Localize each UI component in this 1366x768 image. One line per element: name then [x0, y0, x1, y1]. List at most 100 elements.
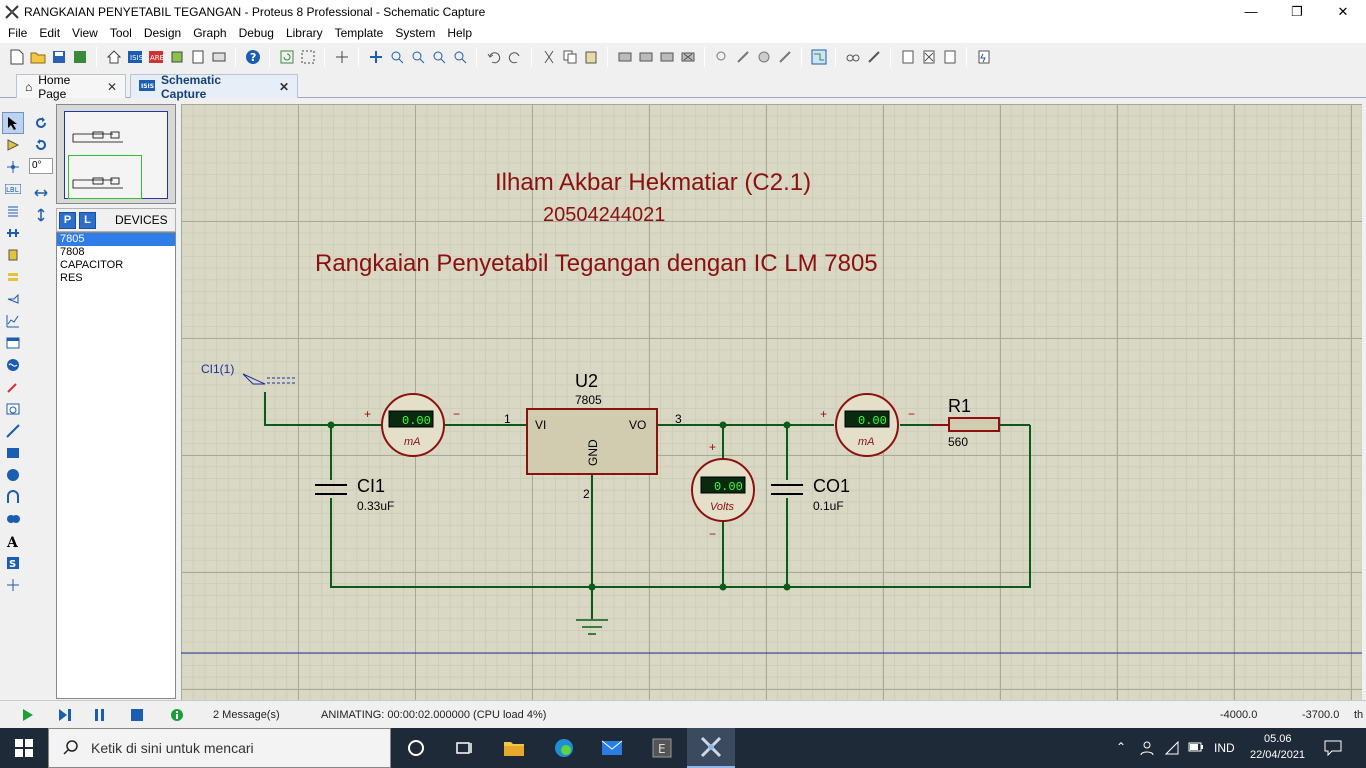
close-button[interactable]: ✕ — [1337, 3, 1349, 19]
import-icon[interactable] — [69, 47, 90, 68]
capacitor-co1[interactable]: CO1 0.1uF — [771, 476, 850, 513]
restore-button[interactable]: ❐ — [1291, 3, 1303, 19]
mirror-vertical-icon[interactable] — [30, 204, 52, 226]
menu-debug[interactable]: Debug — [238, 26, 274, 40]
pick-from-library-button[interactable]: P — [59, 211, 76, 229]
property-tool-icon[interactable] — [863, 47, 884, 68]
help-icon[interactable]: ? — [242, 47, 263, 68]
menu-edit[interactable]: Edit — [39, 26, 61, 40]
circle-tool-icon[interactable] — [2, 464, 24, 486]
text-tool-icon[interactable]: A — [2, 530, 24, 552]
terminals-icon[interactable] — [2, 266, 24, 288]
virtual-instruments-icon[interactable] — [2, 398, 24, 420]
mirror-horizontal-icon[interactable] — [30, 182, 52, 204]
voltage-probe-icon[interactable] — [2, 376, 24, 398]
cortana-icon[interactable] — [392, 728, 440, 768]
packaging-icon[interactable] — [753, 47, 774, 68]
clock-time[interactable]: 05.06 — [1264, 733, 1292, 745]
people-icon[interactable] — [1140, 740, 1154, 759]
wire-autorouter-icon[interactable] — [808, 47, 829, 68]
refresh-icon[interactable] — [276, 47, 297, 68]
open-folder-icon[interactable] — [27, 47, 48, 68]
pan-icon[interactable] — [365, 47, 386, 68]
stop-icon[interactable] — [128, 706, 146, 724]
ammeter-input[interactable]: 0.00 mA + − — [364, 393, 460, 457]
capacitor-ci1[interactable]: CI1 0.33uF — [315, 476, 394, 513]
schematic-editing-window[interactable]: Ilham Akbar Hekmatiar (C2.1) 20504244021… — [181, 104, 1362, 700]
zoom-area-icon[interactable] — [449, 47, 470, 68]
voltmeter-output[interactable]: 0.00 Volts + − — [691, 440, 755, 541]
rotate-anticlockwise-icon[interactable] — [30, 134, 52, 156]
step-icon[interactable] — [56, 706, 74, 724]
zoom-in-icon[interactable] — [386, 47, 407, 68]
pause-icon[interactable] — [91, 706, 109, 724]
paste-icon[interactable] — [580, 47, 601, 68]
device-item-res[interactable]: RES — [60, 272, 83, 284]
menu-system[interactable]: System — [395, 26, 436, 40]
marker-tool-icon[interactable] — [2, 574, 24, 596]
component-mode-icon[interactable] — [2, 134, 24, 156]
line-tool-icon[interactable] — [2, 420, 24, 442]
network-icon[interactable] — [1164, 740, 1180, 759]
schematic-icon[interactable]: ISIS — [124, 47, 145, 68]
resistor-r1[interactable]: R1 560 — [931, 396, 1000, 449]
block-copy-icon[interactable] — [614, 47, 635, 68]
proteus-taskbar-icon[interactable] — [687, 728, 735, 768]
taskbar-search-box[interactable]: Ketik di sini untuk mencari — [48, 728, 391, 768]
arc-tool-icon[interactable] — [2, 486, 24, 508]
edge-browser-icon[interactable] — [540, 728, 588, 768]
origin-icon[interactable] — [331, 47, 352, 68]
play-icon[interactable] — [19, 706, 37, 724]
tape-recorder-icon[interactable] — [2, 332, 24, 354]
minimize-button[interactable]: — — [1244, 4, 1258, 19]
block-rotate-icon[interactable] — [656, 47, 677, 68]
menu-help[interactable]: Help — [447, 26, 473, 40]
menu-graph[interactable]: Graph — [193, 26, 227, 40]
menu-tool[interactable]: Tool — [109, 26, 132, 40]
info-icon[interactable] — [168, 706, 186, 724]
selection-mode-icon[interactable] — [2, 112, 24, 134]
device-item-capacitor[interactable]: CAPACITOR — [60, 259, 124, 271]
menu-file[interactable]: File — [8, 26, 28, 40]
new-file-icon[interactable] — [6, 47, 27, 68]
generator-mode-icon[interactable] — [2, 354, 24, 376]
tray-chevron-icon[interactable]: ⌃ — [1116, 740, 1127, 754]
rotate-clockwise-icon[interactable] — [30, 112, 52, 134]
wire-label-icon[interactable]: LBL — [2, 178, 24, 200]
menu-view[interactable]: View — [72, 26, 98, 40]
buses-icon[interactable] — [2, 222, 24, 244]
bom-icon[interactable] — [208, 47, 229, 68]
decompose-icon[interactable] — [774, 47, 795, 68]
overview-viewport-rect[interactable] — [68, 155, 142, 199]
path-tool-icon[interactable] — [2, 508, 24, 530]
tab-home-page[interactable]: ⌂ Home Page ✕ — [16, 73, 126, 101]
clock-date[interactable]: 22/04/2021 — [1250, 749, 1306, 761]
schematic-canvas[interactable]: Ilham Akbar Hekmatiar (C2.1) 20504244021… — [181, 104, 1362, 700]
overview-window[interactable] — [56, 104, 176, 204]
rotation-angle-field[interactable]: 0° — [29, 158, 53, 174]
home-icon[interactable] — [103, 47, 124, 68]
redo-icon[interactable] — [504, 47, 525, 68]
text-script-icon[interactable] — [2, 200, 24, 222]
device-item-7805[interactable]: 7805 — [57, 233, 175, 246]
device-pins-icon[interactable] — [2, 288, 24, 310]
symbol-tool-icon[interactable]: S — [2, 552, 24, 574]
remove-sheet-icon[interactable] — [918, 47, 939, 68]
new-sheet-icon[interactable] — [897, 47, 918, 68]
save-icon[interactable] — [48, 47, 69, 68]
close-icon[interactable]: ✕ — [106, 79, 117, 94]
pick-device-icon[interactable] — [711, 47, 732, 68]
grid-toggle-icon[interactable] — [297, 47, 318, 68]
copy-icon[interactable] — [559, 47, 580, 68]
close-icon[interactable]: ✕ — [278, 79, 289, 94]
messages-count[interactable]: 2 Message(s) — [213, 709, 280, 721]
battery-icon[interactable] — [1188, 741, 1204, 756]
generic-app-icon[interactable]: E — [638, 728, 686, 768]
task-view-icon[interactable] — [440, 728, 488, 768]
pcb-icon[interactable]: ARES — [145, 47, 166, 68]
graph-mode-icon[interactable] — [2, 310, 24, 332]
box-tool-icon[interactable] — [2, 442, 24, 464]
subcircuit-icon[interactable] — [2, 244, 24, 266]
menu-library[interactable]: Library — [285, 26, 323, 40]
block-delete-icon[interactable] — [677, 47, 698, 68]
